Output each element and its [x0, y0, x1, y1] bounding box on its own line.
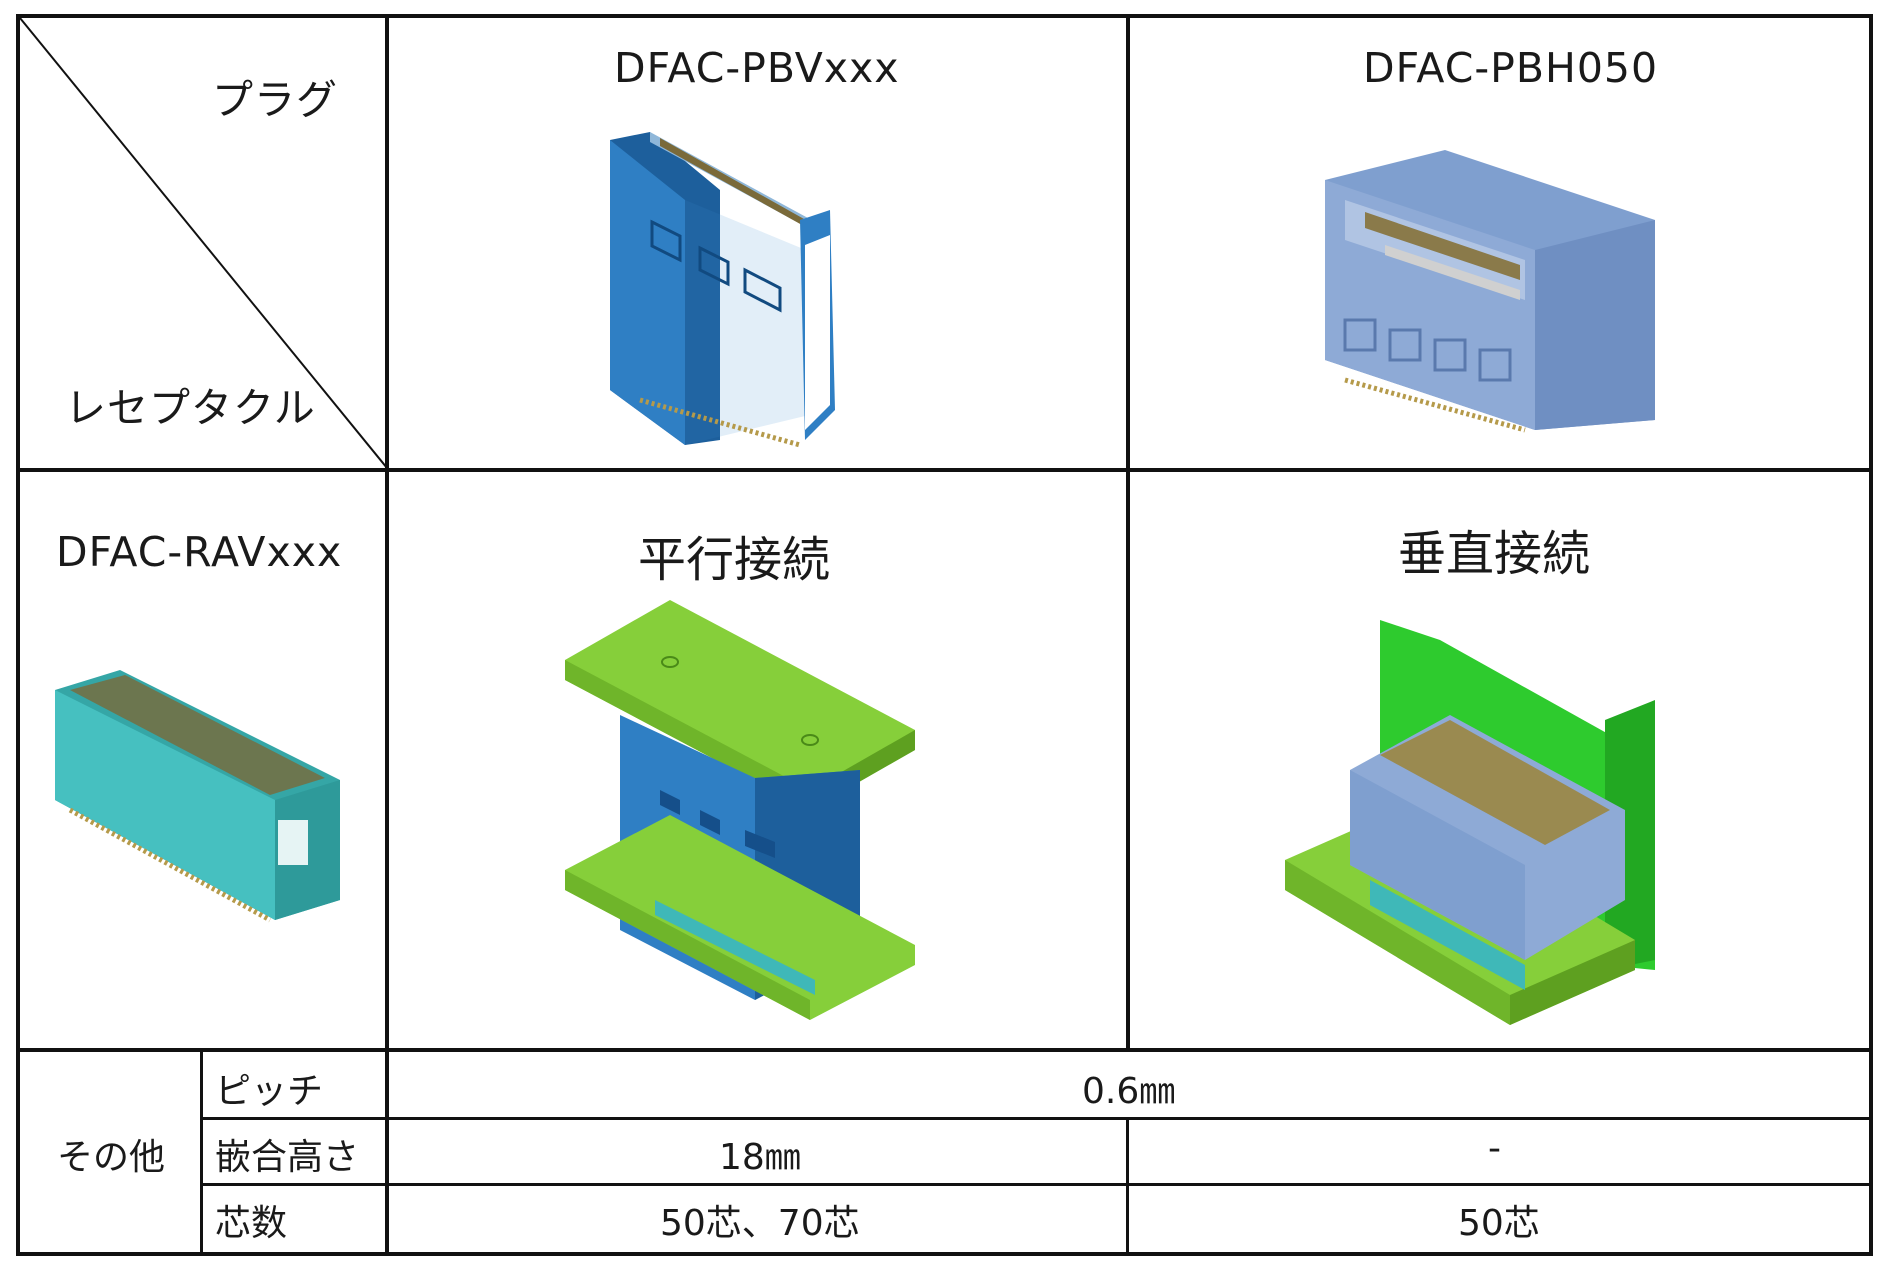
plug-pbv-illustration	[610, 132, 835, 448]
spec-label-height: 嵌合高さ	[215, 1137, 360, 1178]
corner-diagonal	[19, 17, 388, 469]
divider	[16, 1048, 1873, 1052]
divider	[16, 468, 1873, 472]
plug-corner-label: プラグ	[212, 76, 338, 124]
divider	[1126, 14, 1130, 472]
spec-group-label: その他	[57, 1137, 166, 1178]
parallel-connection-label: 平行接続	[638, 532, 831, 588]
divider	[385, 14, 389, 1256]
vertical-connection-label: 垂直接続	[1398, 526, 1591, 582]
divider	[200, 1048, 203, 1256]
vertical-connection-illustration	[1285, 620, 1655, 1025]
divider	[200, 1183, 1873, 1186]
receptacle-name: DFAC-RAVxxx	[56, 528, 343, 576]
spec-value-cores-vertical: 50芯	[1458, 1203, 1540, 1244]
divider	[1126, 470, 1130, 1052]
spec-label-pitch: ピッチ	[215, 1071, 324, 1112]
plug-name-pbv: DFAC-PBVxxx	[614, 44, 900, 92]
divider	[1126, 1117, 1129, 1256]
receptacle-corner-label: レセプタクル	[65, 384, 316, 432]
receptacle-rav-illustration	[55, 670, 340, 923]
plug-pbh-illustration	[1325, 150, 1655, 433]
connector-spec-table	[16, 14, 1873, 1256]
spec-value-height-parallel: 18㎜	[719, 1137, 801, 1178]
plug-name-pbh: DFAC-PBH050	[1363, 44, 1659, 92]
parallel-connection-illustration	[565, 600, 915, 1020]
spec-value-height-vertical: -	[1488, 1128, 1501, 1169]
spec-value-cores-parallel: 50芯、70芯	[660, 1203, 860, 1244]
spec-label-cores: 芯数	[215, 1203, 288, 1244]
spec-value-pitch: 0.6㎜	[1082, 1071, 1176, 1112]
divider	[200, 1117, 1873, 1120]
